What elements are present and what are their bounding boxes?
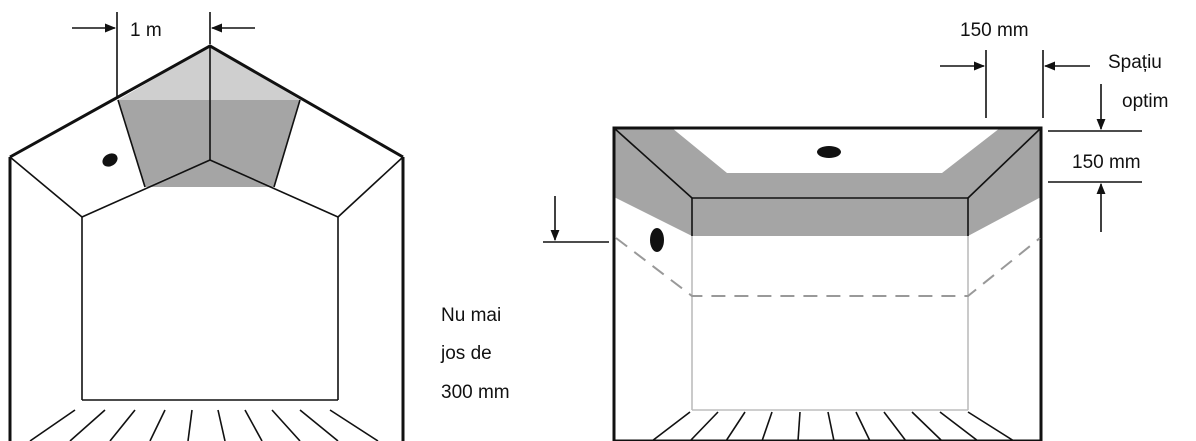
peaked-ceiling-room: 1 m xyxy=(8,12,405,441)
minimum-label-3: 300 mm xyxy=(441,382,510,403)
floor-boards xyxy=(29,409,379,441)
apex-zone-light xyxy=(118,46,300,100)
apex-distance-dimension: 1 m xyxy=(72,12,255,98)
top-dimension-label: 150 mm xyxy=(960,20,1029,41)
optimal-space-label-1: Spațiu xyxy=(1108,52,1162,73)
top-dimension: 150 mm xyxy=(940,20,1090,118)
apex-distance-label: 1 m xyxy=(130,20,162,41)
smoke-detector-icon xyxy=(102,153,118,167)
apex-zone-dark xyxy=(118,100,300,187)
room-frame xyxy=(612,126,1043,441)
minimum-height-line xyxy=(615,237,1041,297)
wall-band-zone xyxy=(692,198,968,236)
minimum-dimension xyxy=(543,196,609,243)
minimum-label-2: jos de xyxy=(440,343,492,364)
apex-zone-lower xyxy=(145,160,274,187)
side-dimension: 150 mm xyxy=(1048,84,1142,232)
side-dimension-label: 150 mm xyxy=(1072,152,1141,173)
minimum-label-1: Nu mai xyxy=(441,305,501,326)
ceiling-detector-icon xyxy=(817,146,841,158)
wall-detector-icon xyxy=(650,228,664,252)
floor-boards-right xyxy=(651,411,1015,441)
flat-ceiling-room: 150 mm Spațiu optim 150 mm Nu mai jos de… xyxy=(440,20,1168,441)
optimal-space-label-2: optim xyxy=(1122,91,1168,112)
